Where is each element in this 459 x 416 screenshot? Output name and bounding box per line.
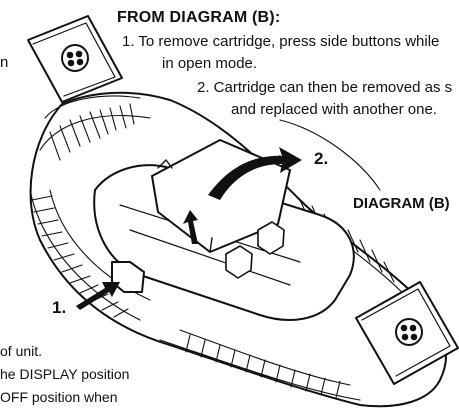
bottom-right-hinge-pad [355,281,459,385]
callout-2: 2. [314,149,329,168]
instruction-step1-line2: in open mode. [162,55,258,72]
top-left-hinge-pad [27,15,123,103]
arrow-step-2 [208,147,302,200]
left-top-fragment: n [0,54,9,71]
instruction-step1-line1: 1. To remove cartridge, press side butto… [122,33,440,50]
left-text-line1: of unit. [0,343,43,359]
instruction-step2-line1: 2. Cartridge can then be removed as s [197,79,453,96]
instruction-step2-line2: and replaced with another one. [231,101,437,118]
arrow-step-1 [76,282,120,310]
left-text-line2: he DISPLAY position [0,366,130,382]
callout-1: 1. [52,298,67,317]
control-buttons [225,221,285,279]
diagram-label: DIAGRAM (B) [353,195,450,212]
left-text-line3: OFF position when [0,389,118,405]
section-heading: FROM DIAGRAM (B): [117,9,281,26]
lift-arrow [183,210,198,244]
